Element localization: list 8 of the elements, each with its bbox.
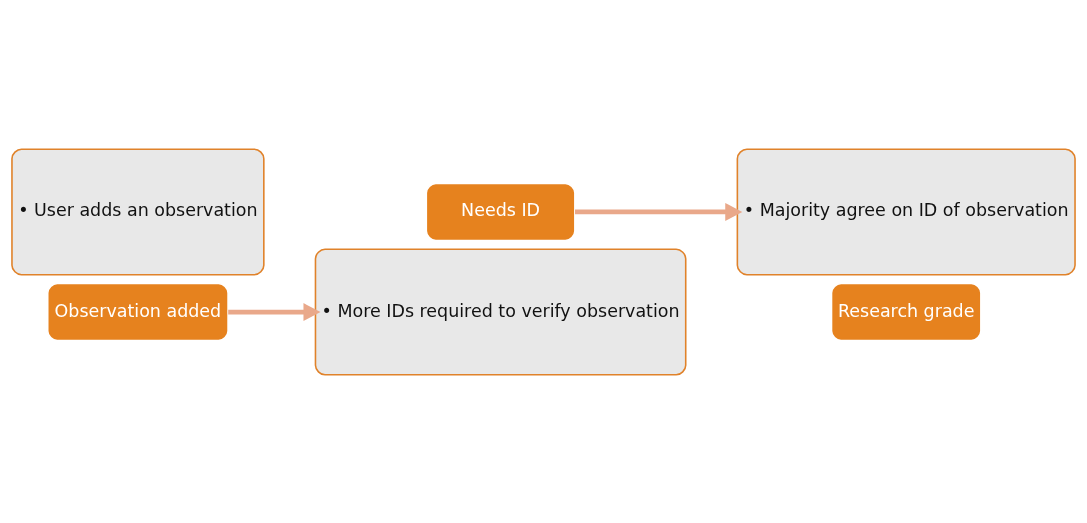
arrow: [575, 202, 743, 221]
node-box: • Majority agree on ID of observation: [736, 147, 1076, 275]
arrow: [228, 302, 321, 321]
node-box: • User adds an observation: [11, 147, 265, 275]
node-box: • More IDs required to verify observation: [314, 248, 687, 376]
node-box: Needs ID: [425, 182, 576, 241]
node-box: Research grade: [830, 282, 982, 341]
node-box: Observation added: [46, 282, 229, 341]
